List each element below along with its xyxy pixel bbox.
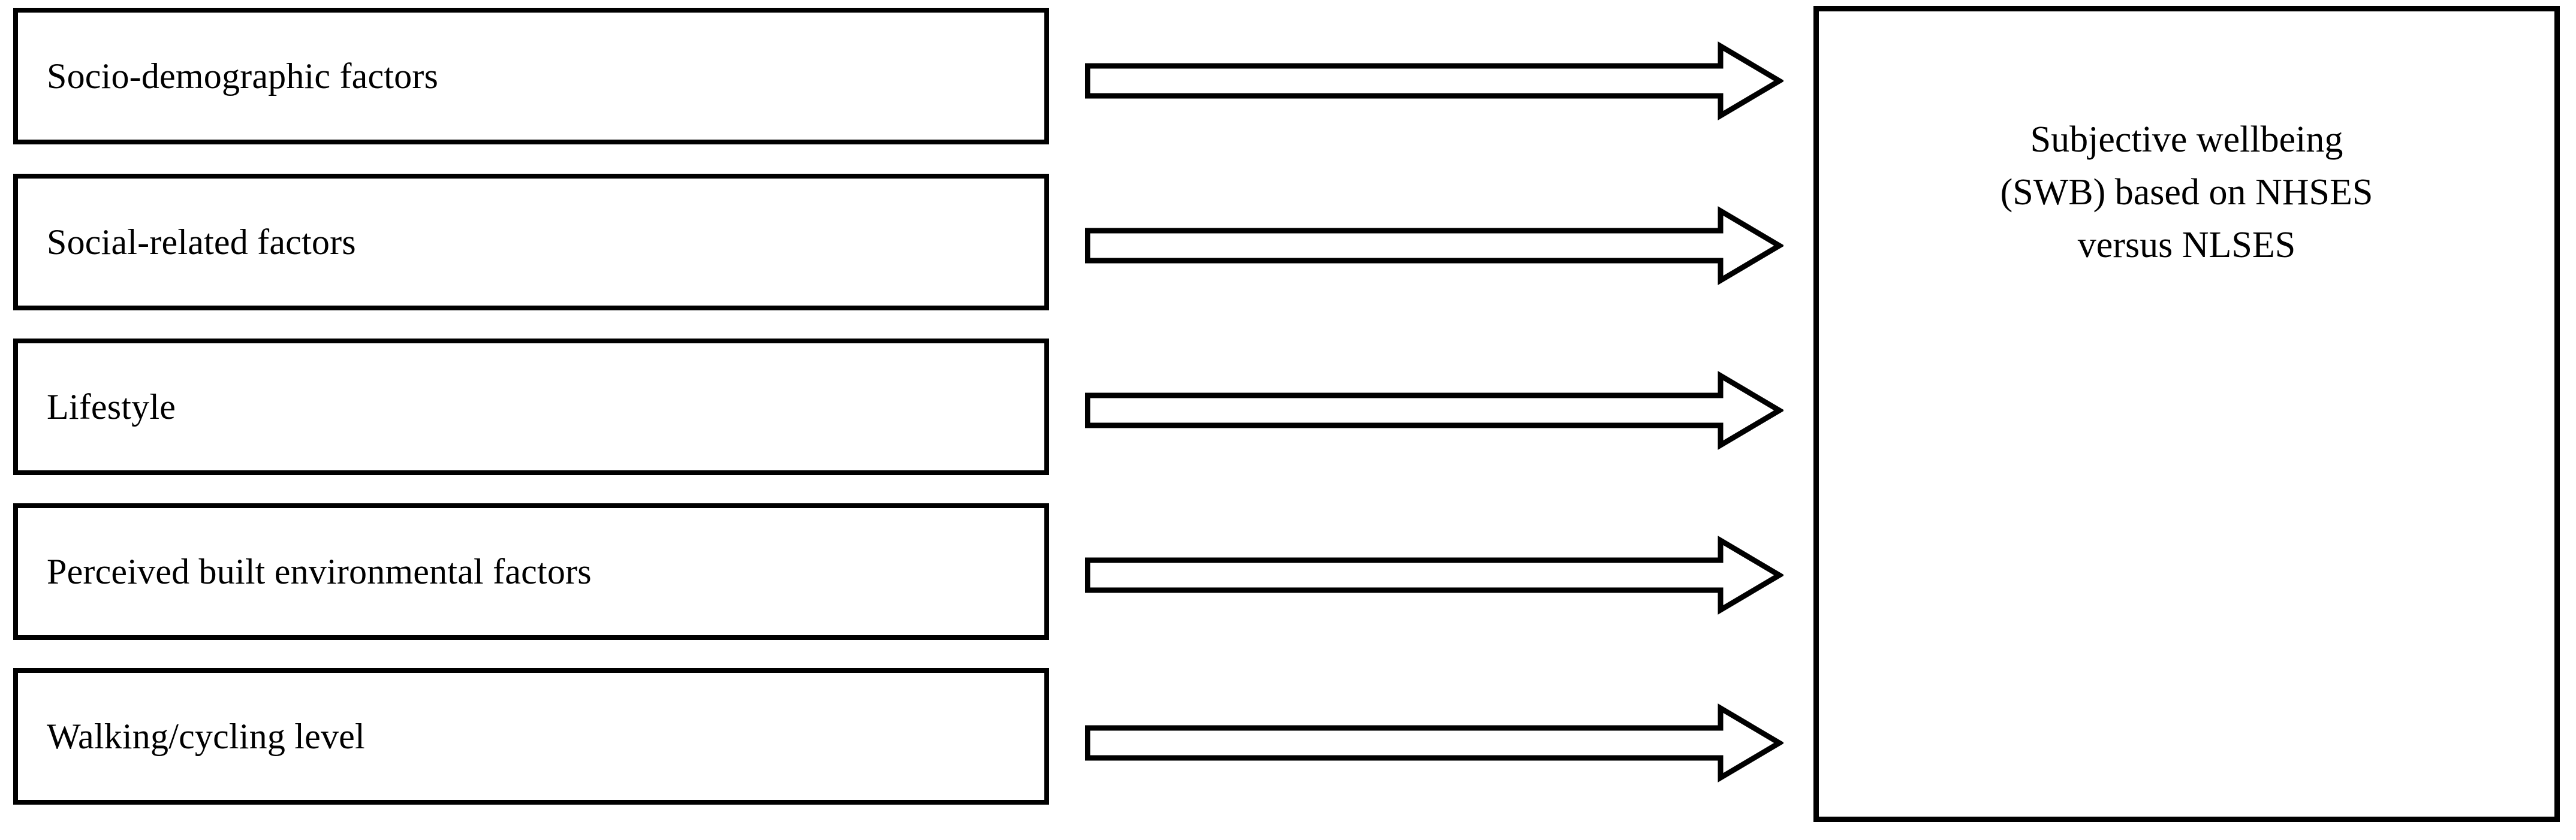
factor-box-social-related-factors: Social-related factors bbox=[13, 174, 1049, 310]
factor-label: Walking/cycling level bbox=[47, 717, 365, 756]
factor-label: Perceived built environmental factors bbox=[47, 552, 592, 591]
factor-label: Lifestyle bbox=[47, 387, 176, 427]
factor-label: Social-related factors bbox=[47, 222, 356, 262]
factor-label: Socio-demographic factors bbox=[47, 56, 439, 96]
arrow-right-icon bbox=[1085, 533, 1783, 617]
arrow-right-icon bbox=[1085, 701, 1783, 785]
outcome-line: Subjective wellbeing bbox=[2030, 119, 2343, 160]
arrow-right-icon bbox=[1085, 368, 1783, 452]
factor-box-perceived-built-environmental-factors: Perceived built environmental factors bbox=[13, 503, 1049, 640]
outcome-line: (SWB) based on NHSES bbox=[2000, 172, 2373, 213]
outcome-box-subjective-wellbeing: Subjective wellbeing (SWB) based on NHSE… bbox=[1813, 6, 2560, 822]
factor-box-walking-cycling-level: Walking/cycling level bbox=[13, 668, 1049, 805]
outcome-text: Subjective wellbeing (SWB) based on NHSE… bbox=[1819, 113, 2554, 271]
arrow-right-icon bbox=[1085, 204, 1783, 288]
factor-box-lifestyle: Lifestyle bbox=[13, 339, 1049, 475]
outcome-line: versus NLSES bbox=[2077, 225, 2296, 266]
arrow-right-icon bbox=[1085, 39, 1783, 123]
factor-box-socio-demographic-factors: Socio-demographic factors bbox=[13, 8, 1049, 144]
